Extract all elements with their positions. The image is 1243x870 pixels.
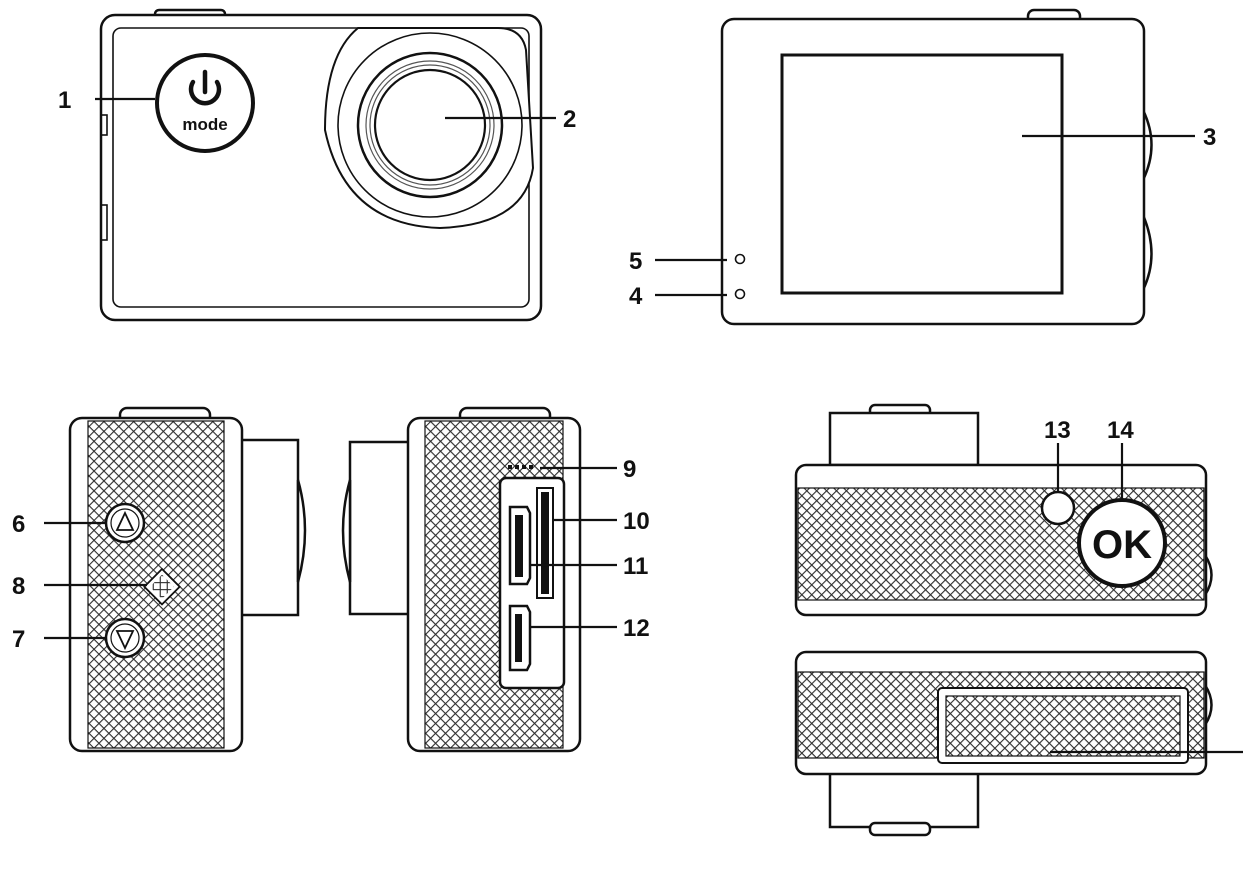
callout-8: 8 bbox=[12, 573, 25, 600]
triangle-up-icon bbox=[115, 510, 135, 531]
callout-12: 12 bbox=[623, 615, 650, 642]
down-button[interactable] bbox=[104, 617, 146, 659]
top-view: OK 13 14 bbox=[794, 403, 1213, 617]
callout-11: 11 bbox=[623, 553, 648, 580]
indicator-led-5 bbox=[734, 253, 746, 265]
up-button[interactable] bbox=[104, 502, 146, 544]
callout-5: 5 bbox=[629, 248, 642, 275]
left-side-view: 6 8 7 bbox=[12, 406, 307, 753]
triangle-down-icon bbox=[115, 630, 135, 651]
callout-2: 2 bbox=[563, 106, 576, 133]
right-side-view: 9 10 11 12 bbox=[341, 406, 650, 753]
front-view: mode 1 2 bbox=[58, 8, 576, 322]
microphone-holes bbox=[508, 465, 533, 469]
power-icon bbox=[188, 69, 222, 106]
callout-9: 9 bbox=[623, 456, 636, 483]
mode-power-button[interactable]: mode bbox=[155, 53, 255, 153]
mode-label: mode bbox=[182, 115, 227, 134]
callout-6: 6 bbox=[12, 511, 25, 538]
callout-3: 3 bbox=[1203, 124, 1216, 151]
back-view: 3 5 4 bbox=[629, 8, 1216, 326]
bottom-view bbox=[794, 650, 1243, 837]
callout-10: 10 bbox=[623, 508, 650, 535]
ok-button[interactable]: OK bbox=[1077, 498, 1167, 588]
callout-4: 4 bbox=[629, 283, 643, 310]
ok-label: OK bbox=[1092, 523, 1152, 567]
indicator-led-4 bbox=[734, 288, 746, 300]
lens bbox=[323, 27, 535, 230]
status-indicator bbox=[1040, 490, 1076, 526]
callout-14: 14 bbox=[1107, 417, 1134, 444]
callout-13: 13 bbox=[1044, 417, 1071, 444]
speaker-grille bbox=[143, 567, 181, 606]
lcd-screen bbox=[780, 53, 1064, 295]
callout-1: 1 bbox=[58, 87, 71, 114]
callout-7: 7 bbox=[12, 626, 25, 653]
